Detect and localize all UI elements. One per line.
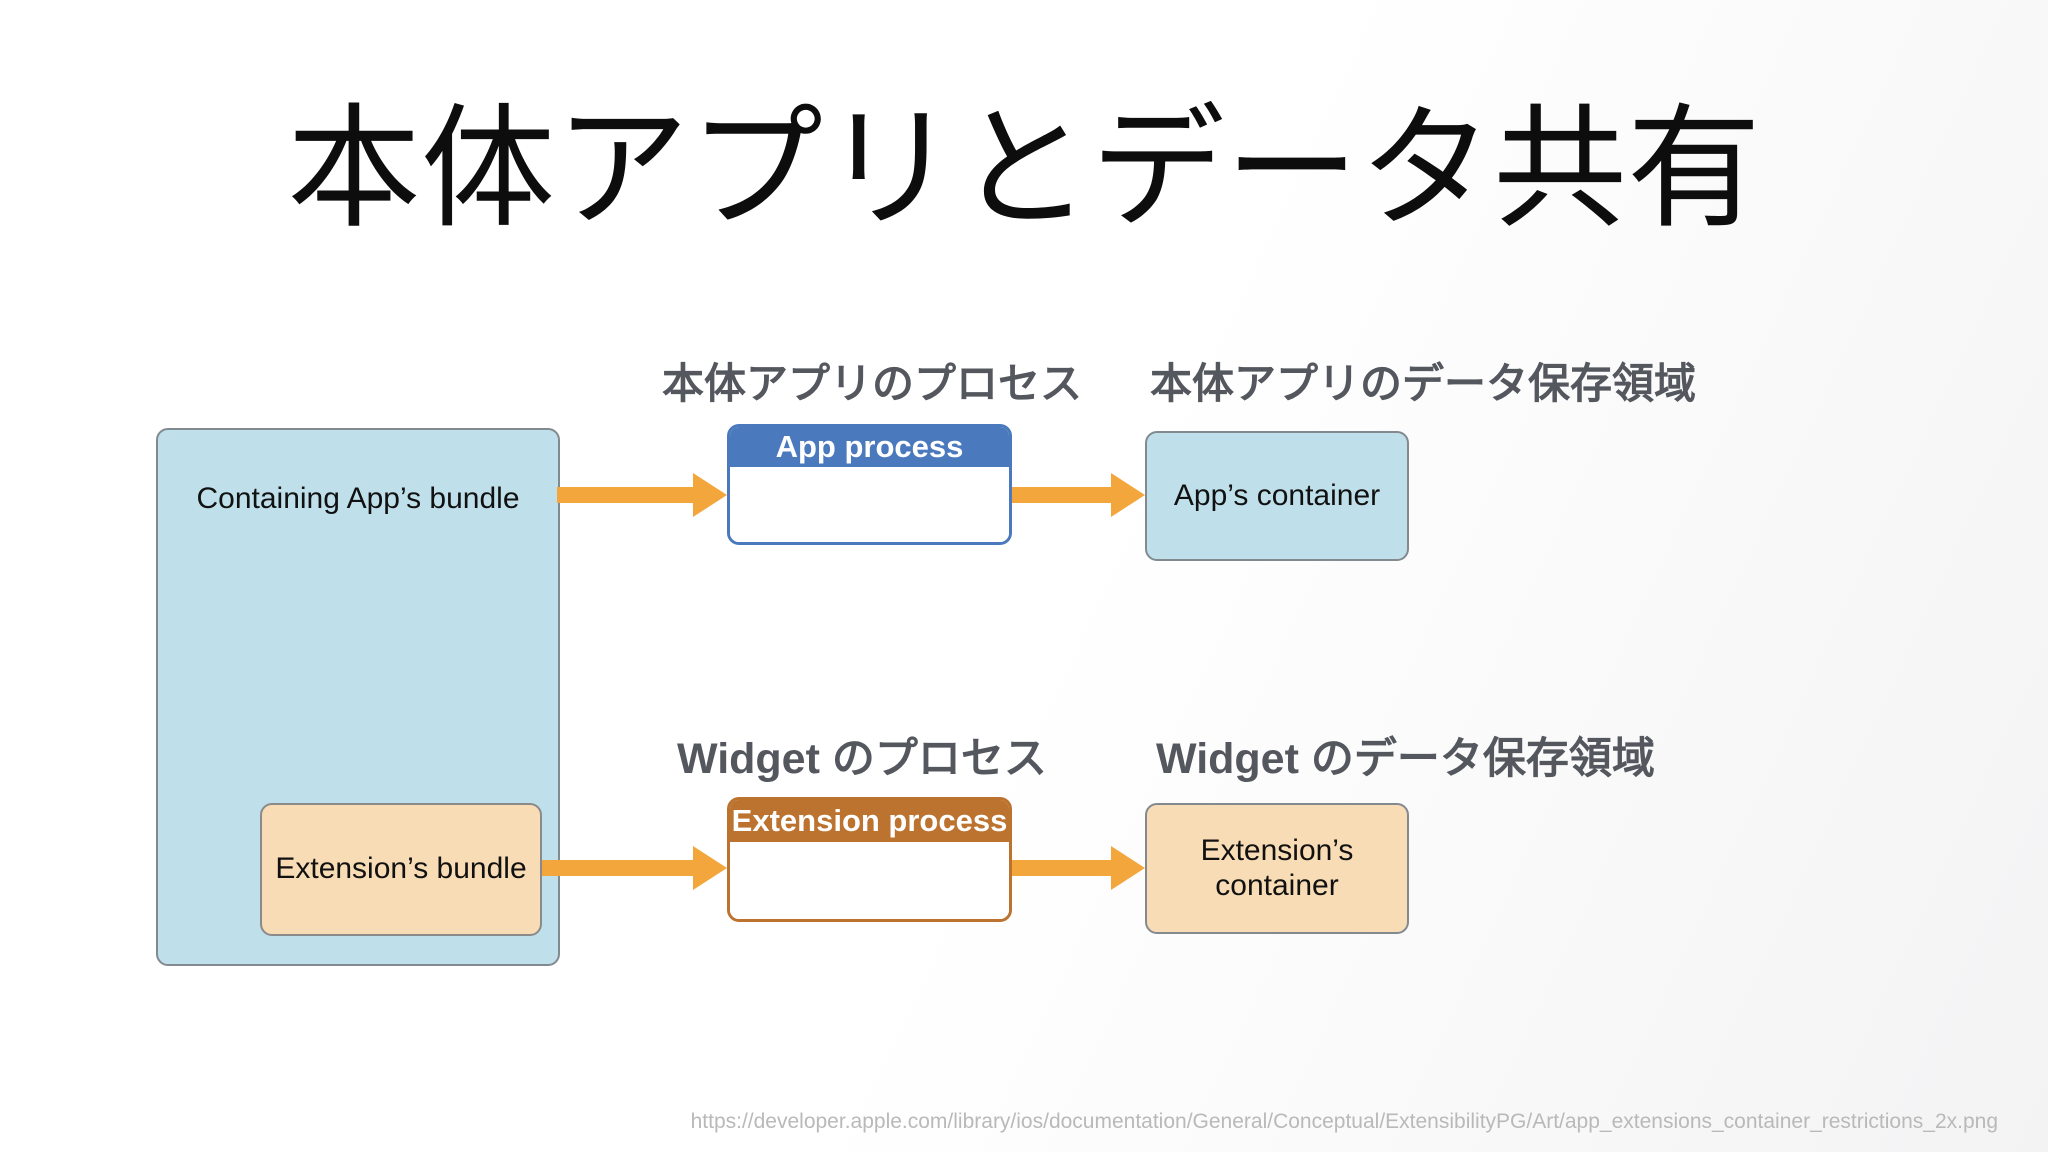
- arrow-head: [1111, 846, 1145, 890]
- arrow-head: [693, 473, 727, 517]
- arrow-app-process-to-container-icon: [1012, 473, 1145, 517]
- app-process-header: App process: [730, 427, 1009, 467]
- widget-process-jp-label: Widget のプロセス: [677, 735, 1047, 783]
- arrow-shaft: [557, 487, 693, 503]
- arrow-head: [1111, 473, 1145, 517]
- arrow-bundle-to-app-process-icon: [557, 473, 727, 517]
- slide-title: 本体アプリとデータ共有: [286, 95, 1761, 244]
- extension-container-box: Extension’s container: [1145, 803, 1409, 934]
- extension-process-header: Extension process: [730, 800, 1009, 842]
- arrow-shaft: [542, 860, 693, 876]
- extension-process-body: [730, 842, 1009, 919]
- app-process-box: App process: [727, 424, 1012, 545]
- arrow-extension-process-to-container-icon: [1012, 846, 1145, 890]
- source-url: https://developer.apple.com/library/ios/…: [690, 1110, 1998, 1133]
- app-storage-jp-label: 本体アプリのデータ保存領域: [1150, 360, 1697, 407]
- extension-bundle-label: Extension’s bundle: [275, 852, 527, 886]
- arrow-shaft: [1012, 860, 1111, 876]
- extension-container-label: Extension’s container: [1200, 834, 1354, 902]
- arrow-shaft: [1012, 487, 1111, 503]
- extension-process-box: Extension process: [727, 797, 1012, 922]
- extension-bundle-box: Extension’s bundle: [260, 803, 542, 936]
- arrow-extension-bundle-to-process-icon: [542, 846, 727, 890]
- widget-storage-jp-label: Widget のデータ保存領域: [1156, 735, 1655, 783]
- app-process-jp-label: 本体アプリのプロセス: [662, 360, 1083, 407]
- app-container-box: App’s container: [1145, 431, 1409, 561]
- app-process-body: [730, 467, 1009, 542]
- arrow-head: [693, 846, 727, 890]
- containing-app-bundle-label: Containing App’s bundle: [196, 482, 520, 515]
- app-container-label: App’s container: [1173, 478, 1381, 512]
